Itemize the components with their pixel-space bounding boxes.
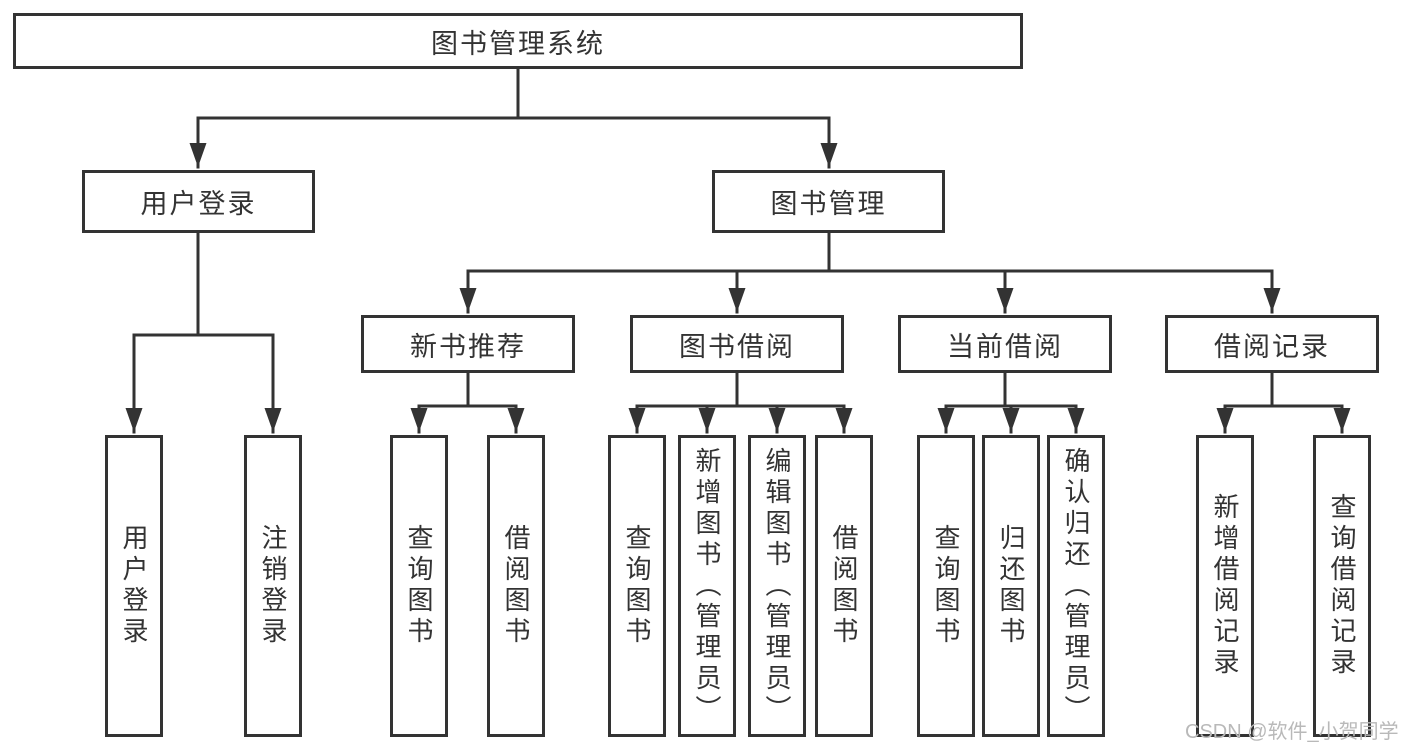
node-leaf-add-books-admin-label: 新增图书（管理员）: [692, 446, 722, 726]
node-leaf-query-books-recommend: 查询图书: [390, 435, 448, 737]
node-leaf-query-books-borrow-label: 查询图书: [622, 524, 652, 648]
node-leaf-confirm-return-admin-label: 确认归还（管理员）: [1061, 446, 1091, 726]
node-borrow-records: 借阅记录: [1165, 315, 1379, 373]
node-leaf-borrow-books-recommend: 借阅图书: [487, 435, 545, 737]
node-leaf-borrow-books-recommend-label: 借阅图书: [501, 524, 531, 648]
node-user-login-group: 用户登录: [82, 170, 315, 233]
node-new-book-recommend: 新书推荐: [361, 315, 575, 373]
node-leaf-return-books-label: 归还图书: [996, 524, 1026, 648]
node-root-label: 图书管理系统: [431, 28, 605, 59]
node-book-management: 图书管理: [712, 170, 945, 233]
node-book-borrowing-label: 图书借阅: [679, 331, 795, 362]
node-leaf-borrow-books: 借阅图书: [815, 435, 873, 737]
node-root: 图书管理系统: [13, 13, 1023, 69]
node-current-borrowing: 当前借阅: [898, 315, 1112, 373]
node-book-management-label: 图书管理: [770, 189, 887, 219]
node-leaf-query-books-current-label: 查询图书: [931, 524, 961, 648]
node-user-login-group-label: 用户登录: [140, 189, 257, 219]
node-leaf-add-books-admin: 新增图书（管理员）: [678, 435, 736, 737]
node-leaf-return-books: 归还图书: [982, 435, 1040, 737]
node-book-borrowing: 图书借阅: [630, 315, 844, 373]
node-leaf-edit-books-admin: 编辑图书（管理员）: [748, 435, 806, 737]
node-leaf-edit-books-admin-label: 编辑图书（管理员）: [762, 446, 792, 726]
node-leaf-logout: 注销登录: [244, 435, 302, 737]
node-leaf-query-books-recommend-label: 查询图书: [404, 524, 434, 648]
node-new-book-recommend-label: 新书推荐: [410, 331, 526, 362]
node-leaf-user-login-label: 用户登录: [119, 524, 149, 648]
node-leaf-query-borrow-record-label: 查询借阅记录: [1327, 493, 1357, 679]
node-leaf-query-borrow-record: 查询借阅记录: [1313, 435, 1371, 737]
node-current-borrowing-label: 当前借阅: [947, 331, 1063, 362]
node-leaf-query-books-current: 查询图书: [917, 435, 975, 737]
csdn-watermark: CSDN @软件_小贺同学: [1185, 721, 1399, 743]
node-leaf-add-borrow-record: 新增借阅记录: [1196, 435, 1254, 737]
node-borrow-records-label: 借阅记录: [1214, 331, 1330, 362]
node-leaf-borrow-books-label: 借阅图书: [829, 524, 859, 648]
node-leaf-confirm-return-admin: 确认归还（管理员）: [1047, 435, 1105, 737]
node-leaf-add-borrow-record-label: 新增借阅记录: [1210, 493, 1240, 679]
node-leaf-query-books-borrow: 查询图书: [608, 435, 666, 737]
node-leaf-user-login: 用户登录: [105, 435, 163, 737]
node-leaf-logout-label: 注销登录: [258, 524, 288, 648]
